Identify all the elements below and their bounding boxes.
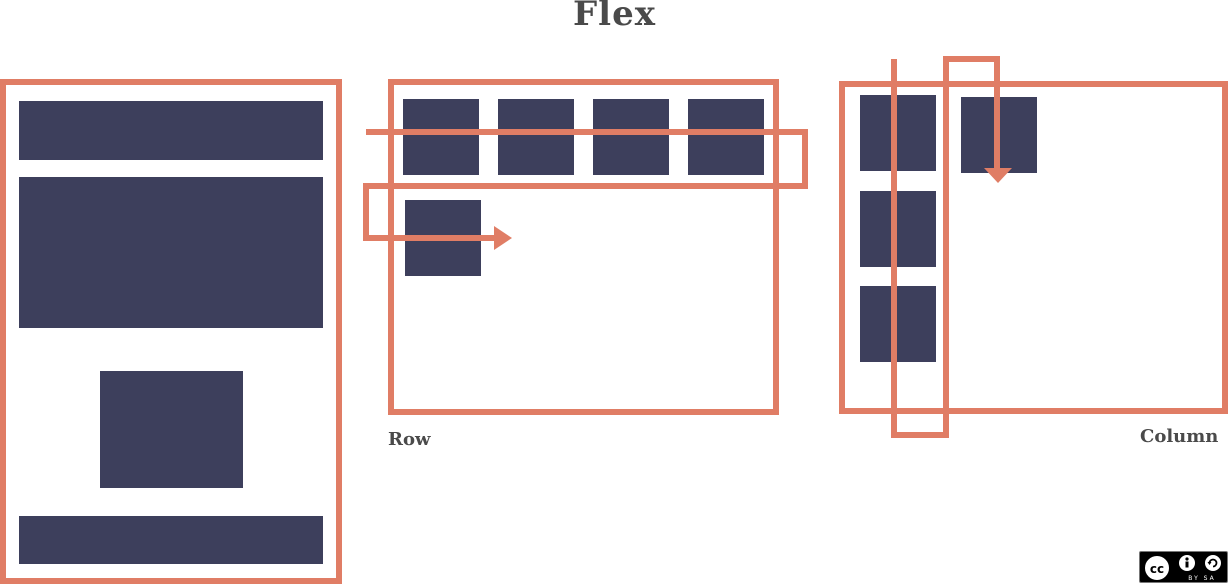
row-container — [388, 79, 779, 415]
row-item-4 — [688, 99, 764, 175]
column-item-3 — [860, 286, 936, 362]
column-item-1 — [860, 95, 936, 171]
center-block — [100, 371, 243, 488]
svg-text:cc: cc — [1150, 562, 1164, 576]
header-block — [19, 101, 323, 160]
license-badge[interactable]: cc BY SA — [1139, 551, 1228, 583]
row-arrowhead — [494, 226, 512, 250]
row-flow-arrow — [363, 129, 808, 241]
row-caption: Row — [388, 429, 431, 450]
column-container — [839, 81, 1228, 414]
layout-panel-left — [0, 79, 342, 584]
row-item-1 — [403, 99, 479, 175]
content-block — [19, 177, 323, 328]
row-item-2 — [498, 99, 574, 175]
column-caption: Column — [1140, 426, 1219, 447]
license-label: BY SA — [1188, 575, 1216, 582]
row-item-3 — [593, 99, 669, 175]
diagram-title: Flex — [573, 0, 656, 34]
footer-block — [19, 516, 323, 564]
column-arrowhead — [984, 168, 1012, 183]
cc-by-sa-icon: cc — [1143, 554, 1221, 582]
column-item-2 — [860, 191, 936, 267]
column-flow-lane-1 — [891, 56, 1000, 438]
